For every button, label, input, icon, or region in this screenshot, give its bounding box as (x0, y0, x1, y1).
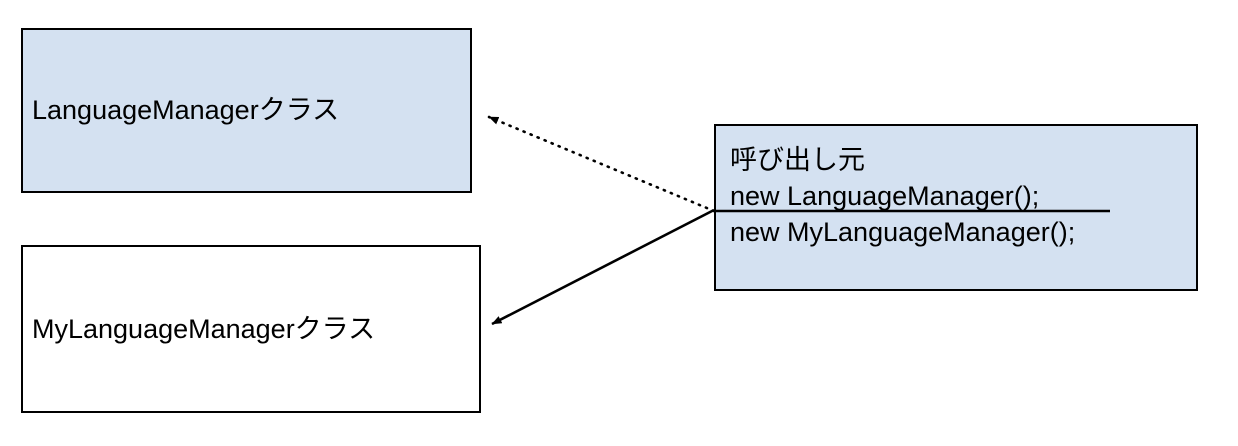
caller-line-new-language-manager: new LanguageManager(); (730, 181, 1040, 212)
caller-line-new-my-language-manager: new MyLanguageManager(); (730, 217, 1076, 248)
caller-line-heading: 呼び出し元 (730, 145, 865, 175)
edge-caller-to-language-manager[interactable] (487, 115, 716, 213)
node-language-manager[interactable]: LanguageManagerクラス (21, 28, 472, 193)
edge-caller-to-my-language-manager[interactable] (491, 208, 715, 326)
node-my-language-manager[interactable]: MyLanguageManagerクラス (21, 245, 481, 413)
node-caller[interactable]: 呼び出し元 new LanguageManager(); new MyLangu… (714, 124, 1198, 291)
node-language-manager-label: LanguageManagerクラス (32, 95, 340, 126)
node-my-language-manager-label: MyLanguageManagerクラス (32, 313, 376, 344)
